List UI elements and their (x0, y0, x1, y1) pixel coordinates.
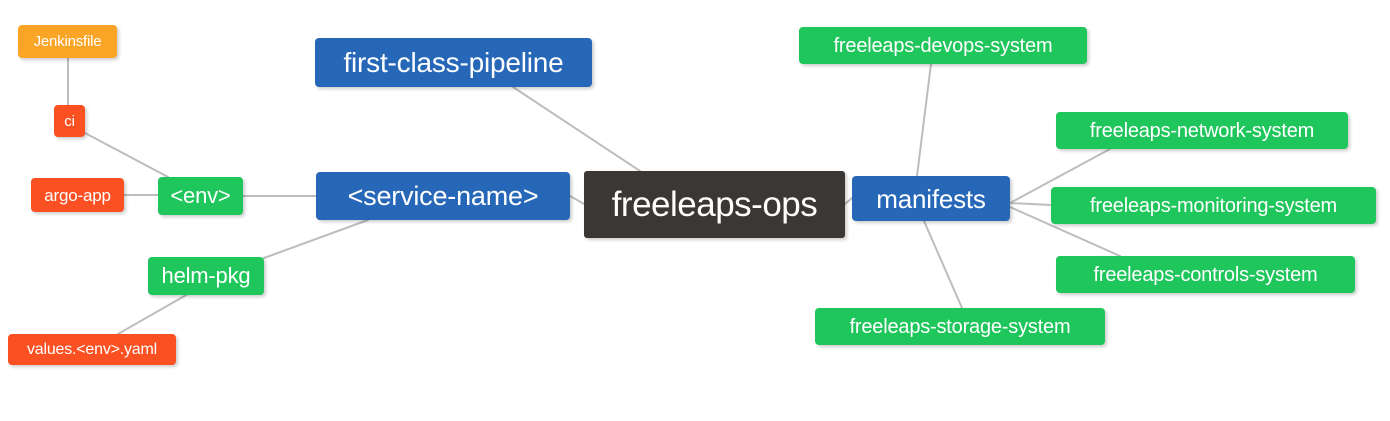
edge-helm-pkg-to-values-env-yaml (117, 293, 189, 335)
node-label: values.<env>.yaml (26, 340, 157, 358)
node-ci[interactable]: ci (54, 105, 85, 137)
node-label: manifests (876, 183, 986, 214)
node-env[interactable]: <env> (158, 177, 243, 215)
node-freeleaps-network-system[interactable]: freeleaps-network-system (1056, 112, 1348, 149)
edge-manifests-to-freeleaps-monitoring-system (1009, 202, 1052, 206)
node-label: Jenkinsfile (33, 33, 102, 50)
node-manifests[interactable]: manifests (852, 176, 1010, 221)
node-jenkinsfile[interactable]: Jenkinsfile (18, 25, 117, 58)
node-label: first-class-pipeline (343, 46, 564, 78)
node-label: freeleaps-storage-system (849, 315, 1071, 338)
node-argo-app[interactable]: argo-app (31, 178, 124, 212)
node-label: freeleaps-ops (611, 185, 818, 224)
node-label: freeleaps-monitoring-system (1090, 194, 1337, 217)
edge-ci-to-env (84, 132, 169, 178)
node-helm-pkg[interactable]: helm-pkg (148, 257, 264, 295)
node-first-class-pipeline[interactable]: first-class-pipeline (315, 38, 592, 87)
node-label: argo-app (44, 185, 111, 205)
node-label: freeleaps-network-system (1089, 119, 1315, 142)
node-label: helm-pkg (161, 263, 251, 288)
edge-first-class-pipeline-to-freeleaps-ops (512, 86, 641, 172)
edge-manifests-to-freeleaps-devops-system (916, 63, 932, 177)
node-freeleaps-storage-system[interactable]: freeleaps-storage-system (815, 308, 1105, 345)
edge-manifests-to-freeleaps-storage-system (923, 220, 963, 309)
node-freeleaps-monitoring-system[interactable]: freeleaps-monitoring-system (1051, 187, 1376, 224)
node-label: freeleaps-devops-system (833, 34, 1053, 57)
node-label: <service-name> (347, 180, 539, 211)
node-service-name[interactable]: <service-name> (316, 172, 570, 220)
node-label: ci (64, 112, 75, 130)
node-values-env-yaml[interactable]: values.<env>.yaml (8, 334, 176, 365)
edge-service-name-to-helm-pkg (263, 219, 369, 259)
node-label: <env> (170, 183, 231, 208)
edge-freeleaps-ops-to-manifests (844, 197, 853, 205)
node-freeleaps-ops[interactable]: freeleaps-ops (584, 171, 845, 238)
node-freeleaps-controls-system[interactable]: freeleaps-controls-system (1056, 256, 1355, 293)
node-freeleaps-devops-system[interactable]: freeleaps-devops-system (799, 27, 1087, 64)
edge-service-name-to-freeleaps-ops (569, 195, 585, 205)
node-label: freeleaps-controls-system (1093, 263, 1318, 286)
